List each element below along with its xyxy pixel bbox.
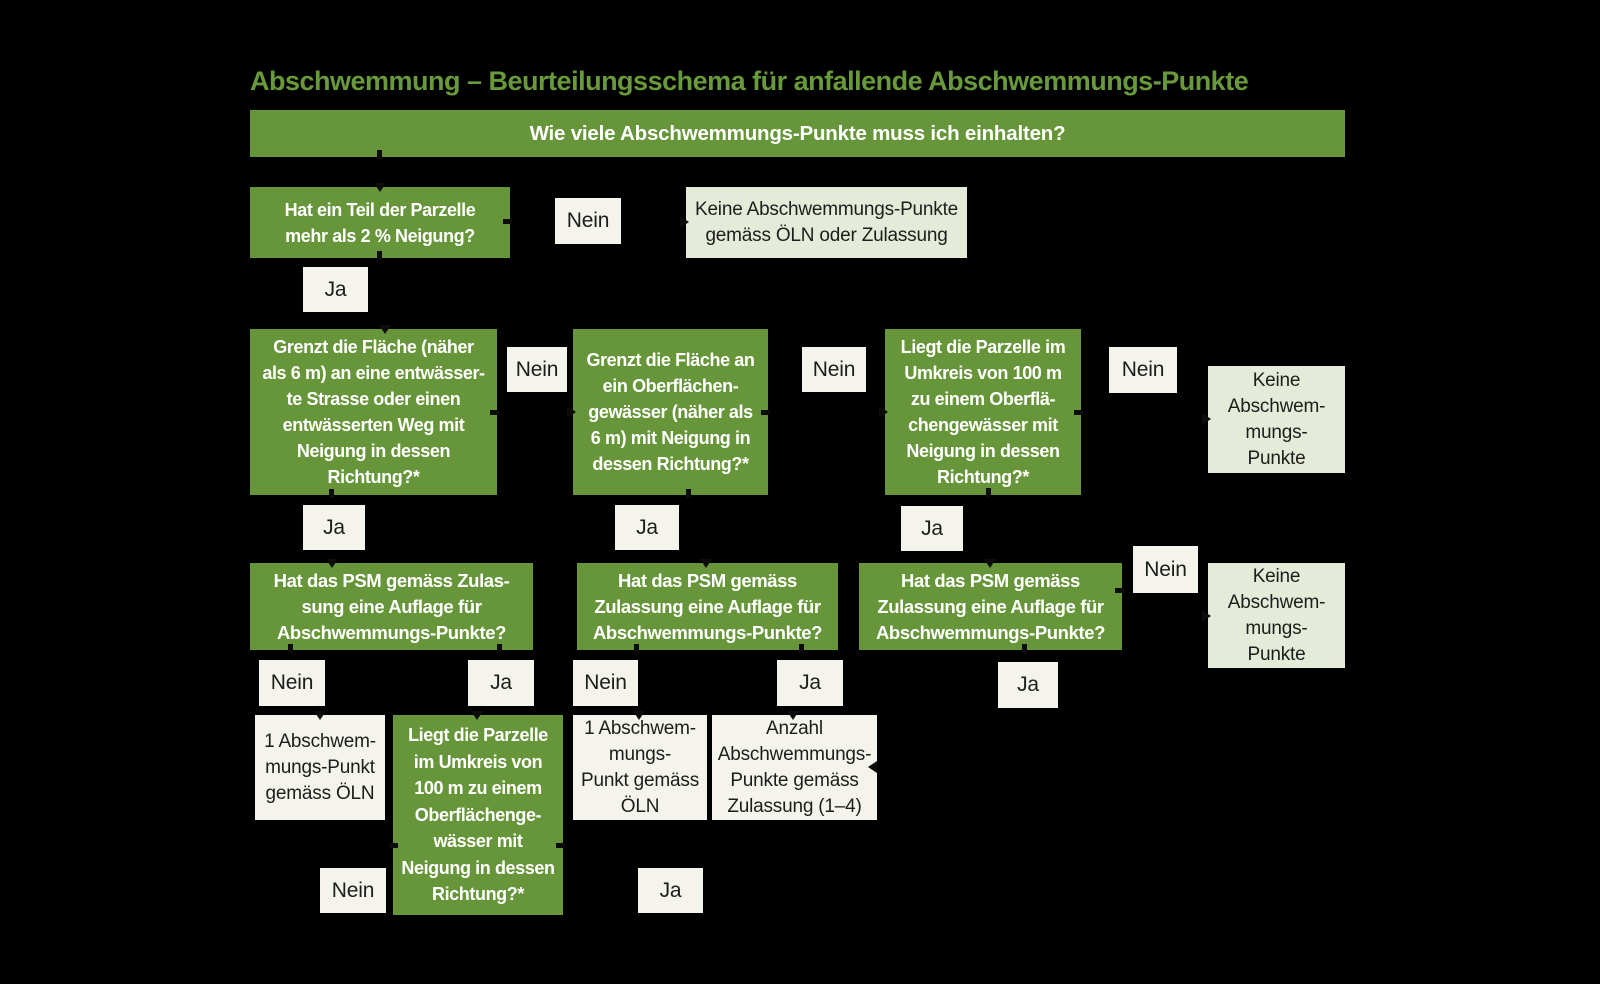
arrowhead-down-icon	[700, 559, 712, 568]
label-ja-5: Ja	[468, 660, 534, 706]
result-no-points-2: Keine Abschwem- mungs- Punkte	[1208, 563, 1345, 668]
result-no-points-1: Keine Abschwem- mungs- Punkte	[1208, 366, 1345, 473]
connector-stub	[503, 219, 512, 224]
question-surface-water-100m-2: Liegt die Parzelle im Umkreis von 100 m …	[393, 715, 563, 915]
arrowhead-down-icon	[314, 711, 326, 720]
label-nein-4: Nein	[1109, 347, 1177, 393]
connector-stub	[761, 410, 770, 415]
arrowhead-down-icon	[787, 711, 799, 720]
question-surface-water-adjacent: Grenzt die Fläche an ein Oberflächen- ge…	[573, 329, 768, 495]
connector-stub	[490, 410, 499, 415]
question-drained-road: Grenzt die Fläche (näher als 6 m) an ein…	[250, 329, 497, 495]
label-nein-3: Nein	[802, 347, 866, 392]
page-title: Abschwemmung – Beurteilungsschema für an…	[250, 66, 1249, 96]
question-surface-water-100m: Liegt die Parzelle im Umkreis von 100 m …	[885, 329, 1081, 495]
arrowhead-right-icon	[680, 216, 689, 228]
question-slope: Hat ein Teil der Parzelle mehr als 2 % N…	[250, 187, 510, 258]
connector-stub	[1074, 410, 1083, 415]
arrowhead-down-icon	[326, 559, 338, 568]
arrowhead-left-icon	[868, 761, 877, 773]
label-ja-4: Ja	[901, 506, 963, 551]
arrowhead-right-icon	[1202, 413, 1211, 425]
label-nein-2: Nein	[507, 347, 567, 392]
arrowhead-right-icon	[567, 406, 576, 418]
connector-stub	[377, 251, 382, 260]
result-no-points-oeln-zulassung: Keine Abschwemmungs-Punkte gemäss ÖLN od…	[686, 187, 967, 258]
connector-stub	[329, 489, 334, 498]
connector-stub	[377, 150, 382, 159]
connector-stub	[799, 644, 804, 653]
connector-stub	[686, 489, 691, 498]
label-ja-1: Ja	[303, 267, 368, 312]
label-ja-2: Ja	[303, 505, 365, 550]
label-ja-8: Ja	[638, 868, 703, 913]
label-nein-1: Nein	[555, 198, 621, 244]
arrowhead-down-icon	[374, 183, 386, 192]
label-nein-6: Nein	[259, 660, 325, 706]
connector-stub	[1022, 644, 1027, 653]
label-nein-7: Nein	[573, 660, 638, 706]
question-psm-obligation-1: Hat das PSM gemäss Zulas- sung eine Aufl…	[250, 563, 533, 650]
arrowhead-down-icon	[633, 711, 645, 720]
arrowhead-down-icon	[379, 325, 391, 334]
label-ja-6: Ja	[777, 660, 843, 706]
connector-stub	[556, 843, 565, 848]
arrowhead-right-icon	[1202, 610, 1211, 622]
arrowhead-down-icon	[471, 711, 483, 720]
result-one-point-oeln-2: 1 Abschwem- mungs- Punkt gemäss ÖLN	[573, 715, 707, 820]
label-nein-8: Nein	[320, 868, 386, 913]
connector-stub	[634, 644, 639, 653]
result-one-point-oeln-1: 1 Abschwem- mungs-Punkt gemäss ÖLN	[255, 715, 385, 820]
result-count-zulassung: Anzahl Abschwemmungs- Punkte gemäss Zula…	[712, 715, 877, 820]
label-ja-7: Ja	[998, 662, 1058, 708]
header-question-bar: Wie viele Abschwemmungs-Punkte muss ich …	[250, 110, 1345, 157]
question-psm-obligation-2: Hat das PSM gemäss Zulassung eine Auflag…	[577, 563, 838, 650]
connector-stub	[1115, 588, 1124, 593]
connector-stub	[497, 644, 502, 653]
arrowhead-right-icon	[879, 406, 888, 418]
question-psm-obligation-3: Hat das PSM gemäss Zulassung eine Auflag…	[859, 563, 1122, 650]
label-nein-5: Nein	[1133, 546, 1198, 593]
arrowhead-down-icon	[984, 559, 996, 568]
connector-stub	[288, 644, 293, 653]
connector-stub	[389, 843, 398, 848]
label-ja-3: Ja	[615, 505, 679, 550]
connector-stub	[986, 488, 991, 497]
